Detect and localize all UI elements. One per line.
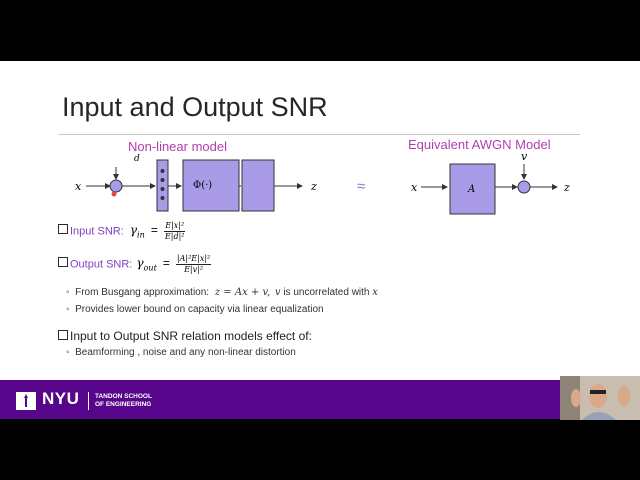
gain-block-A bbox=[449, 163, 496, 215]
lower-bound-bullet: ◦ Provides lower bound on capacity via l… bbox=[66, 304, 324, 315]
relation-bullet: Input to Output SNR relation models effe… bbox=[58, 329, 312, 343]
presenter-webcam bbox=[560, 376, 640, 420]
summing-node bbox=[109, 179, 123, 193]
phi-label: Φ(·) bbox=[193, 180, 213, 191]
d-label: d bbox=[134, 154, 140, 164]
x-label: x bbox=[75, 180, 82, 193]
output-block bbox=[241, 159, 275, 212]
nonlinearity-block bbox=[182, 159, 240, 212]
tandon-wordmark: TANDON SCHOOL OF ENGINEERING bbox=[95, 393, 152, 408]
beamforming-bullet: ◦ Beamforming , noise and any non-linear… bbox=[66, 347, 296, 358]
checkbox-bullet-icon bbox=[58, 224, 68, 235]
title-divider bbox=[58, 134, 580, 135]
v-label: v bbox=[521, 150, 528, 163]
approx-symbol: ≈ bbox=[357, 178, 366, 195]
awgn-summing-node bbox=[517, 180, 531, 194]
awgn-model-heading: Equivalent AWGN Model bbox=[408, 137, 551, 152]
antenna-array-block bbox=[156, 159, 169, 212]
footer-divider bbox=[88, 392, 89, 410]
nyu-footer-bar: NYU TANDON SCHOOL OF ENGINEERING bbox=[0, 380, 560, 419]
awgn-z-label: z bbox=[564, 181, 570, 194]
slide-title: Input and Output SNR bbox=[62, 92, 328, 122]
slide: Input and Output SNR Non-linear model Eq… bbox=[0, 61, 640, 419]
awgn-x-label: x bbox=[411, 181, 418, 194]
output-snr-label: Output SNR: bbox=[70, 258, 133, 271]
nyu-torch-icon bbox=[16, 392, 36, 410]
input-snr-label: Input SNR: bbox=[70, 225, 124, 238]
nonlinear-model-heading: Non-linear model bbox=[128, 139, 227, 154]
cursor-dot bbox=[111, 191, 117, 197]
A-label: A bbox=[468, 184, 476, 195]
busgang-bullet: ◦ From Busgang approximation: z = Ax + v… bbox=[66, 287, 378, 298]
checkbox-bullet-icon bbox=[58, 330, 68, 340]
z-label: z bbox=[311, 180, 317, 193]
block-diagram bbox=[86, 159, 558, 215]
nyu-wordmark: NYU bbox=[42, 389, 80, 408]
checkbox-bullet-icon bbox=[58, 257, 68, 268]
